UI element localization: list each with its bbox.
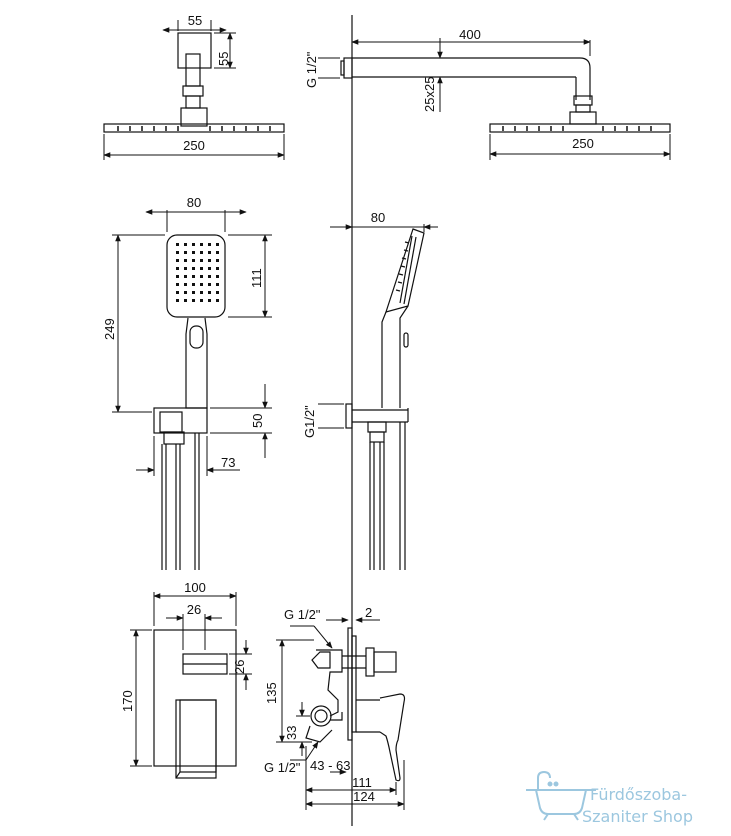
head-shower-front-view [103, 32, 285, 133]
nozzle-dot [200, 275, 203, 278]
nozzle-dot [216, 291, 219, 294]
nozzle-dot [192, 251, 195, 254]
watermark-line1: Fürdőszoba- [590, 785, 687, 804]
dim-hand-head-length: 111 [249, 268, 264, 288]
hand-side-nozzles [395, 241, 410, 292]
mixer-body-side-view [305, 627, 406, 782]
nozzle-dot [208, 275, 211, 278]
dim-body-depth-111: 111 [352, 775, 372, 790]
dim-hand-total-length: 249 [102, 318, 117, 340]
nozzle-dot [200, 283, 203, 286]
nozzle-dot [216, 275, 219, 278]
dim-head-side-diameter: 250 [572, 136, 594, 151]
shower-arm-side-view [340, 57, 671, 133]
dim-body-depth-124: 124 [353, 789, 375, 804]
nozzle-dot [208, 251, 211, 254]
nozzle-dot [176, 283, 179, 286]
nozzle-dot [200, 267, 203, 270]
bathtub-icon [534, 789, 588, 815]
head-top-dimension-lines [103, 20, 285, 160]
nozzle-dot [176, 275, 179, 278]
nozzle-dot [192, 275, 195, 278]
nozzle-dot [192, 299, 195, 302]
nozzle-dot [184, 251, 187, 254]
dim-hand-side-width: 80 [371, 210, 385, 225]
hand-front-dimension-lines [112, 209, 272, 476]
nozzle-dot [200, 299, 203, 302]
dim-holder-depth: 73 [221, 455, 235, 470]
hand-side-dimension-lines [318, 224, 438, 429]
nozzle-dot [184, 243, 187, 246]
nozzle-dot [176, 243, 179, 246]
dim-head-top-diameter: 250 [183, 138, 205, 153]
dim-body-height: 135 [264, 682, 279, 704]
dim-body-thread-bottom: G 1/2" [264, 760, 301, 775]
nozzle-dot [184, 275, 187, 278]
dim-holder-height: 50 [250, 414, 265, 428]
dim-body-thread-top: G 1/2" [284, 607, 321, 622]
nozzle-dot [176, 267, 179, 270]
dim-plate-inner-width: 26 [187, 602, 201, 617]
dim-body-lower: 33 [284, 726, 299, 740]
nozzle-dot [176, 291, 179, 294]
mixer-plate-front-view [153, 629, 237, 779]
hand-shower-front-view [153, 234, 226, 570]
dim-plate-height: 170 [120, 690, 135, 712]
hand-shower-nozzles [176, 243, 219, 302]
nozzle-dot [208, 243, 211, 246]
dim-head-top-width: 55 [188, 13, 202, 28]
dim-arm-length: 400 [459, 27, 481, 42]
nozzle-dot [216, 243, 219, 246]
nozzle-dot [216, 267, 219, 270]
nozzle-dot [208, 267, 211, 270]
nozzle-dot [176, 299, 179, 302]
nozzle-dot [208, 283, 211, 286]
nozzle-dot [176, 259, 179, 262]
nozzle-dot [200, 291, 203, 294]
hand-shower-side-view [345, 228, 425, 570]
nozzle-dot [208, 259, 211, 262]
nozzle-dot [208, 291, 211, 294]
nozzle-dot [192, 291, 195, 294]
side-head-nozzles [502, 126, 652, 131]
dim-holder-thread: G1/2" [302, 405, 317, 438]
nozzle-dot [184, 283, 187, 286]
nozzle-dot [192, 267, 195, 270]
nozzle-dot [200, 259, 203, 262]
nozzle-dot [192, 283, 195, 286]
nozzle-dot [184, 299, 187, 302]
nozzle-dot [192, 259, 195, 262]
body-dimension-lines [276, 617, 405, 810]
dim-plate-width: 100 [184, 580, 206, 595]
dim-hand-width: 80 [187, 195, 201, 210]
dim-head-top-height: 55 [216, 52, 231, 66]
plate-dimension-lines [130, 592, 252, 767]
arm-dimension-lines [318, 38, 671, 160]
nozzle-dot [192, 243, 195, 246]
nozzle-dot [216, 283, 219, 286]
nozzle-dot [216, 259, 219, 262]
dim-wall-gap: 2 [365, 605, 372, 620]
dim-arm-thread: G 1/2" [304, 51, 319, 88]
nozzle-dot [200, 251, 203, 254]
head-shower-nozzles [117, 126, 271, 131]
watermark-logo [526, 770, 596, 821]
nozzle-dot [216, 299, 219, 302]
nozzle-dot [208, 299, 211, 302]
nozzle-dot [184, 267, 187, 270]
dim-arm-section: 25x25 [422, 77, 437, 112]
dim-plate-inner-height: 26 [232, 660, 247, 674]
nozzle-dot [216, 251, 219, 254]
dim-body-depth-range: 43 - 63 [310, 758, 350, 773]
nozzle-dot [184, 259, 187, 262]
nozzle-dot [176, 251, 179, 254]
watermark-line2: Szaniter Shop [582, 807, 693, 826]
nozzle-dot [200, 243, 203, 246]
nozzle-dot [184, 291, 187, 294]
